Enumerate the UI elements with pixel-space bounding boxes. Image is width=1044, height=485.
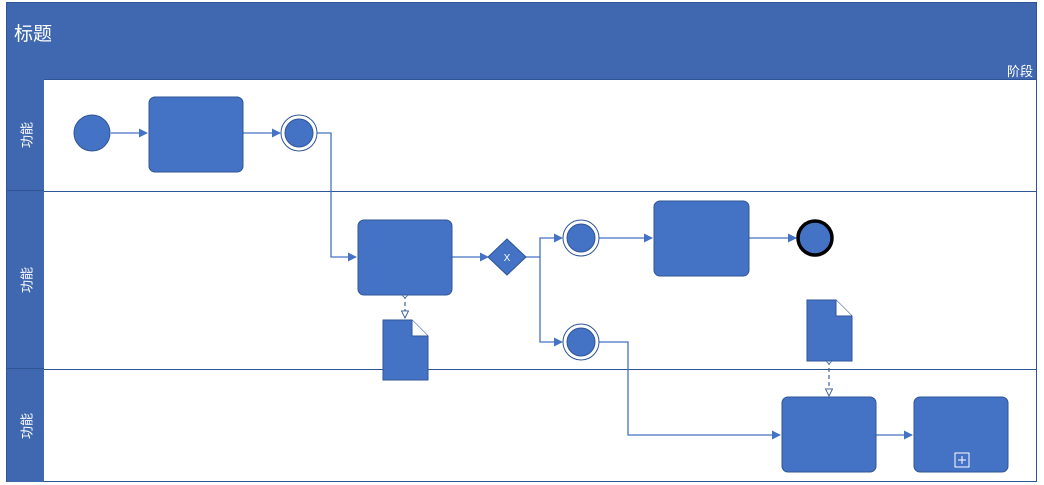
phase-label[interactable]: 阶段 [1006, 65, 1033, 80]
lane-separator-1 [44, 191, 1036, 192]
pool-title[interactable]: 标题 [14, 23, 53, 45]
pool: 标题 阶段 功能 功能 功能 [6, 2, 1037, 482]
flow-event1-to-task2 [317, 132, 357, 262]
end-event[interactable] [796, 219, 834, 257]
expand-plus-icon[interactable] [954, 452, 970, 468]
lane-separator-2 [44, 369, 1036, 370]
gateway-label: X [504, 253, 511, 264]
intermediate-event-1[interactable] [280, 114, 318, 152]
intermediate-event-3[interactable] [562, 323, 600, 361]
intermediate-event-2[interactable] [562, 219, 600, 257]
data-object-2[interactable] [806, 299, 853, 362]
phase-bar: 阶段 [7, 60, 1036, 80]
task-1[interactable] [148, 96, 244, 173]
task-2[interactable] [357, 219, 453, 296]
flow-event3-to-task4 [599, 341, 781, 440]
data-object-1[interactable] [382, 319, 429, 381]
collapsed-subprocess[interactable] [913, 396, 1009, 473]
lane-header-3[interactable]: 功能 [7, 369, 44, 482]
exclusive-gateway[interactable]: X [487, 238, 527, 276]
flow-gateway-to-event2 [526, 233, 563, 258]
title-bar: 标题 [7, 3, 1036, 61]
task-4[interactable] [781, 396, 877, 473]
lane-header-2[interactable]: 功能 [7, 191, 44, 369]
flow-gateway-to-event3 [539, 257, 563, 347]
start-event[interactable] [73, 114, 111, 152]
task-3[interactable] [653, 200, 750, 277]
lane-header-1[interactable]: 功能 [7, 79, 44, 191]
